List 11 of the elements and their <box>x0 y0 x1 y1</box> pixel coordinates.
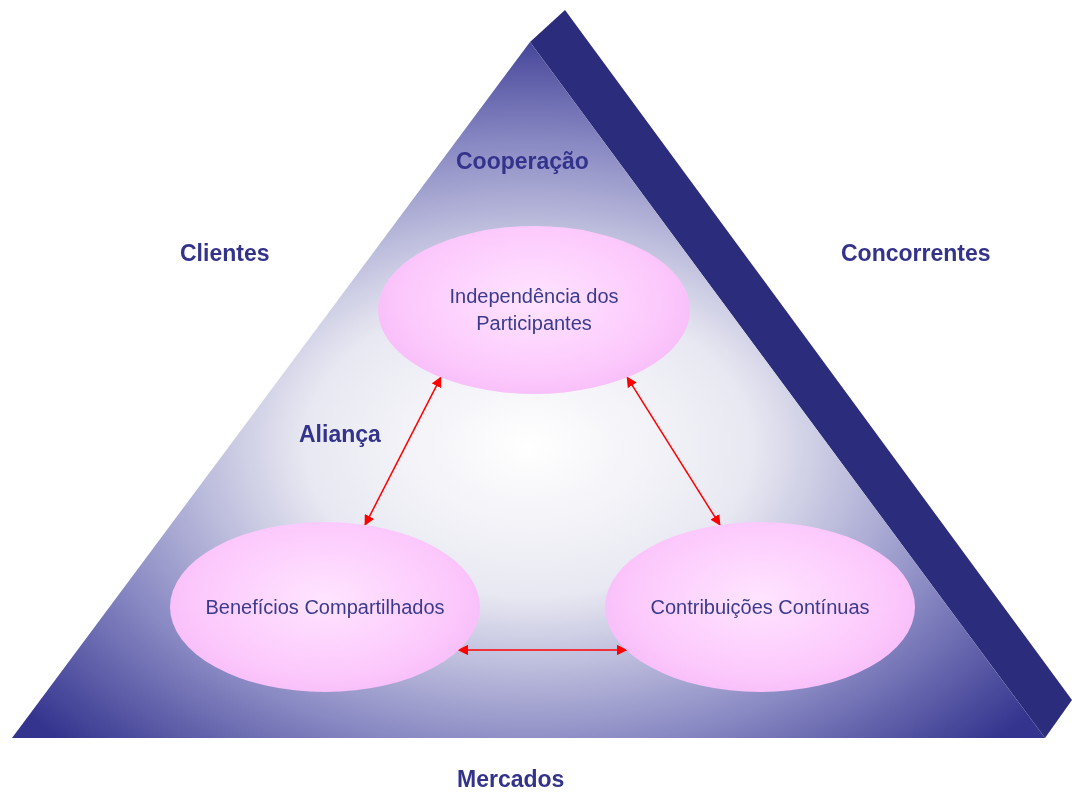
side-label: Aliança <box>299 421 381 448</box>
side-label: Clientes <box>180 240 270 267</box>
double-arrow <box>457 644 628 656</box>
side-label: Mercados <box>457 766 565 792</box>
side-label: Concorrentes <box>841 240 991 267</box>
side-label: Cooperação <box>456 148 589 175</box>
node-text: Contribuições Contínuas <box>650 594 870 620</box>
double-arrow <box>626 376 721 526</box>
node-text: Benefícios Compartilhados <box>205 594 445 620</box>
double-arrow <box>364 376 442 526</box>
node-text: Independência dos Participantes <box>448 284 620 336</box>
